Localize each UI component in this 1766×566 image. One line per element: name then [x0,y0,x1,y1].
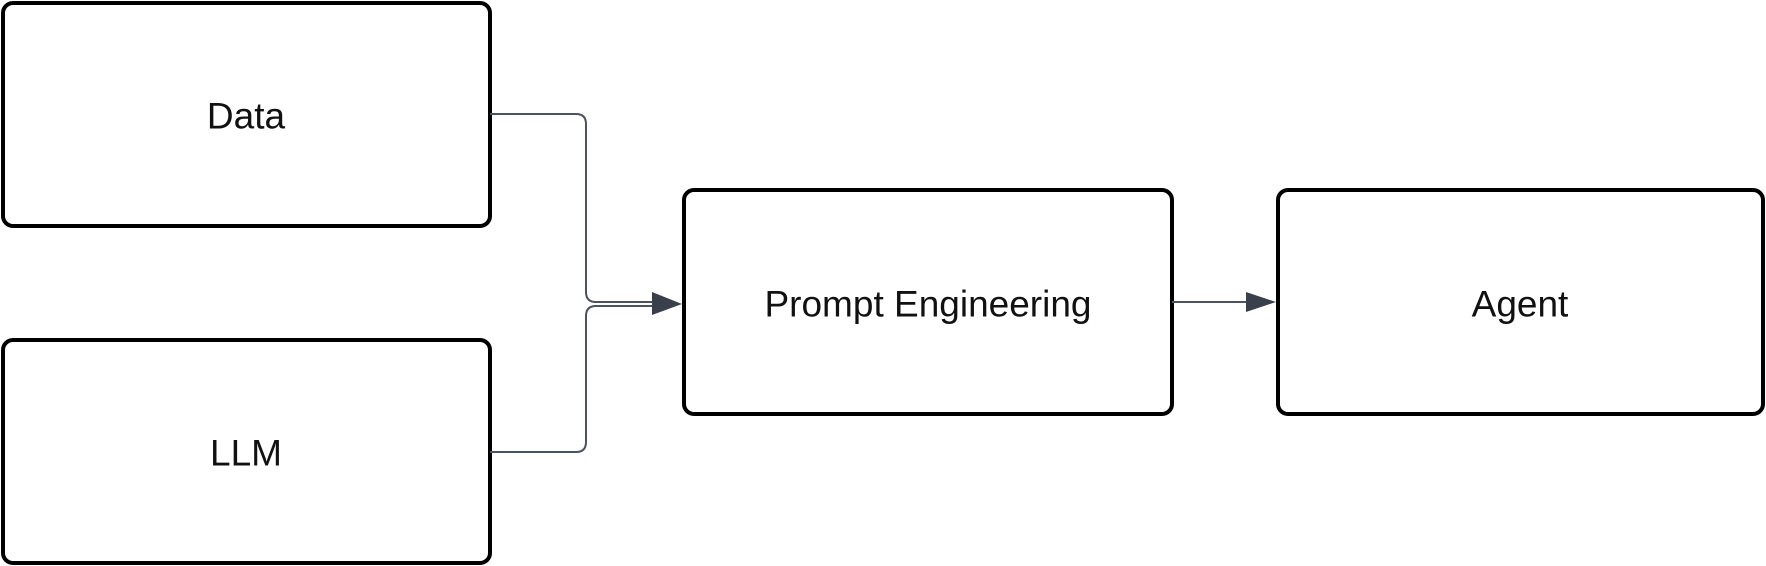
node-data[interactable]: Data [1,1,492,228]
node-agent[interactable]: Agent [1276,188,1765,416]
edge-llm-to-prompt [490,305,656,453]
edge-data-to-prompt [490,113,656,303]
node-data-label: Data [207,96,286,137]
node-prompt-engineering-label: Prompt Engineering [764,284,1091,325]
arrowhead-agent-icon [1246,292,1276,312]
node-llm[interactable]: LLM [1,338,492,565]
arrowhead-prompt-icon [652,292,682,315]
node-prompt-engineering[interactable]: Prompt Engineering [682,188,1174,416]
node-llm-label: LLM [210,433,282,474]
node-agent-label: Agent [1472,284,1569,325]
